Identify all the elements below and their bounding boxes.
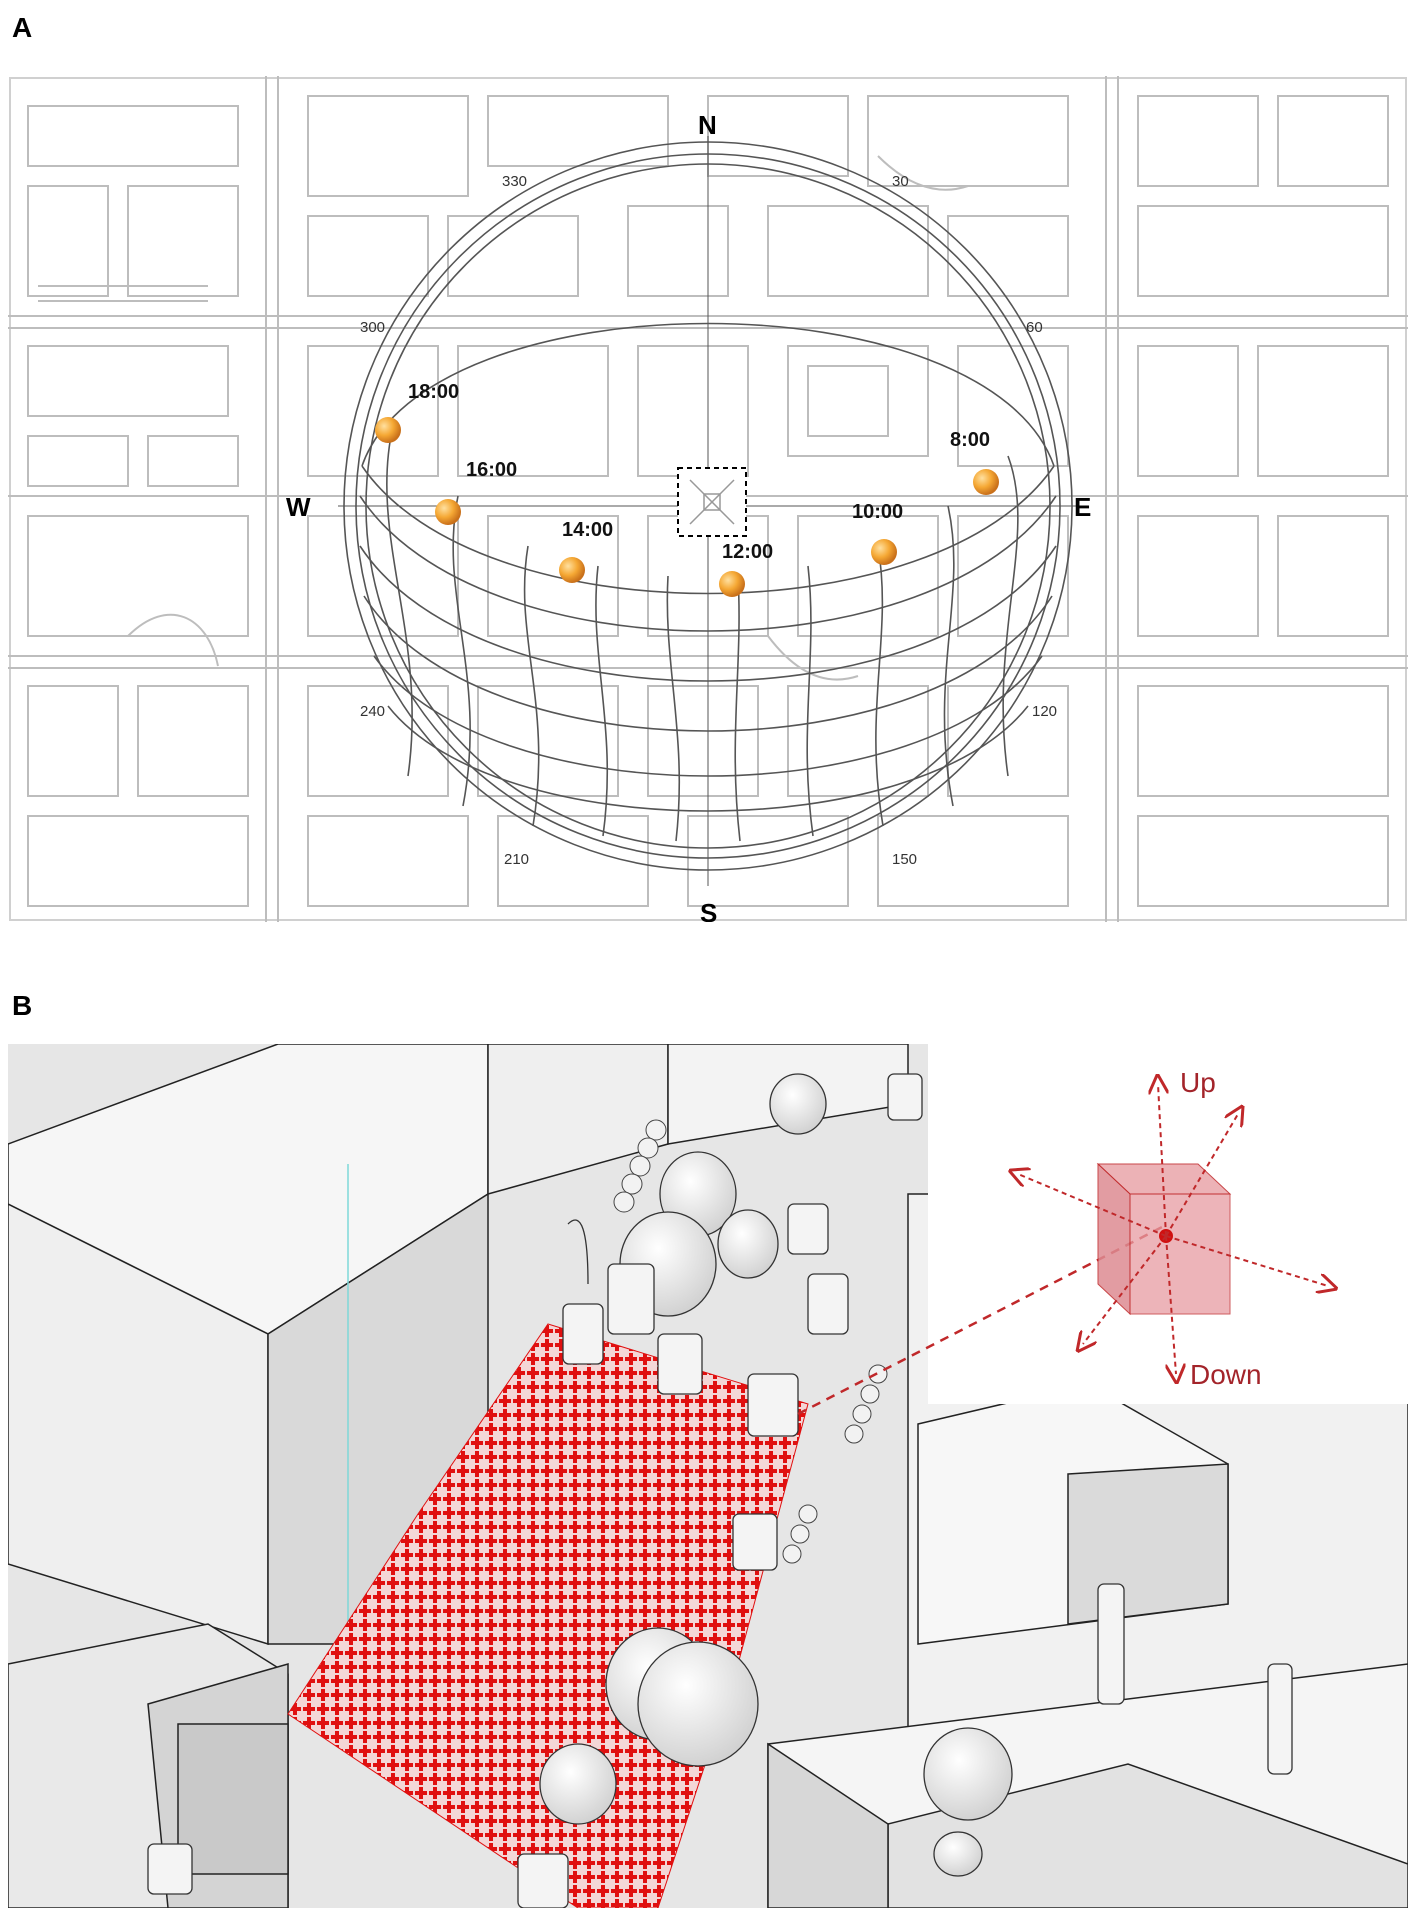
sun-time-label: 14:00 <box>562 519 613 541</box>
sun-time-label: 18:00 <box>408 381 459 403</box>
sun-marker <box>375 417 401 443</box>
azimuth-label: 150 <box>892 851 917 868</box>
compass-south: S <box>700 898 717 922</box>
arrow-up-diagonal <box>1165 1114 1238 1237</box>
compass-north: N <box>698 110 717 140</box>
sun-path-diagram: N S W E 330 30 300 60 240 120 210 150 18… <box>8 76 1408 922</box>
sun-positions <box>375 417 999 597</box>
sun-marker <box>435 499 461 525</box>
sun-path-dome <box>338 136 1078 886</box>
sun-time-label: 12:00 <box>722 541 773 563</box>
arrow-down-diagonal <box>1083 1235 1167 1344</box>
planters <box>147 1073 1293 1908</box>
sensor-direction-inset: Up Down <box>797 1044 1408 1416</box>
sun-marker <box>719 571 745 597</box>
city-map <box>8 76 1408 922</box>
arrow-east <box>1165 1235 1328 1286</box>
azimuth-label: 210 <box>504 851 529 868</box>
site-3d-model: Up Down <box>8 1044 1408 1908</box>
azimuth-label: 240 <box>360 703 385 720</box>
post-row <box>613 1119 888 1564</box>
azimuth-label: 330 <box>502 173 527 190</box>
site-marker <box>677 467 747 537</box>
azimuth-label: 30 <box>892 173 909 190</box>
compass-west: W <box>286 492 311 522</box>
sun-time-label: 10:00 <box>852 501 903 523</box>
azimuth-label: 120 <box>1032 703 1057 720</box>
panel-b-label: B <box>12 990 33 1021</box>
buildings <box>8 1044 1408 1908</box>
panel-a-label: A <box>12 12 33 43</box>
trees <box>539 1073 1013 1877</box>
azimuth-label: 60 <box>1026 319 1043 336</box>
sun-marker <box>559 557 585 583</box>
sun-time-label: 16:00 <box>466 459 517 481</box>
sun-marker <box>973 469 999 495</box>
sun-time-label: 8:00 <box>950 429 990 451</box>
azimuth-label: 300 <box>360 319 385 336</box>
sun-marker <box>871 539 897 565</box>
arrow-up <box>1158 1084 1166 1237</box>
up-label: Up <box>1180 1067 1216 1098</box>
down-label: Down <box>1190 1359 1262 1390</box>
compass-east: E <box>1074 492 1091 522</box>
